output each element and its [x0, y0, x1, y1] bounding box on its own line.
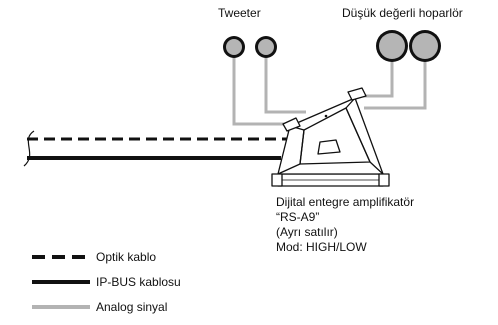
analog-signal-wires — [232, 56, 427, 126]
legend-optical-label: Optik kablo — [96, 250, 157, 264]
analog-wire-tweeter-left — [232, 56, 300, 126]
analog-wire-woofer-left — [356, 56, 394, 98]
input-cables — [23, 130, 293, 167]
speakers — [223, 30, 441, 62]
amplifier-name-line: Dijital entegre amplifikatör — [276, 195, 415, 209]
amplifier-icon — [271, 87, 390, 187]
amplifier-sold-separately-line: (Ayrı satılır) — [276, 225, 338, 239]
legend-ipbus-label: IP-BUS kablosu — [96, 275, 181, 289]
amplifier-model-line: “RS-A9” — [276, 210, 320, 224]
legend-samples — [32, 255, 90, 309]
tweeter-left-speaker-icon — [223, 36, 245, 58]
analog-wire-tweeter-right — [264, 56, 306, 114]
low-value-speaker-label: Düşük değerli hoparlör — [342, 6, 463, 20]
tweeter-right-speaker-icon — [255, 36, 277, 58]
amplifier-mode-line: Mod: HIGH/LOW — [276, 240, 367, 254]
analog-wire-woofer-right — [364, 56, 427, 110]
amplifier-description: Dijital entegre amplifikatör “RS-A9” (Ay… — [276, 195, 414, 255]
woofer-left-speaker-icon — [376, 30, 408, 62]
woofer-right-speaker-icon — [409, 30, 441, 62]
cable-break-mark — [23, 130, 35, 167]
tweeter-label: Tweeter — [218, 6, 261, 20]
legend-analog-label: Analog sinyal — [96, 300, 168, 314]
